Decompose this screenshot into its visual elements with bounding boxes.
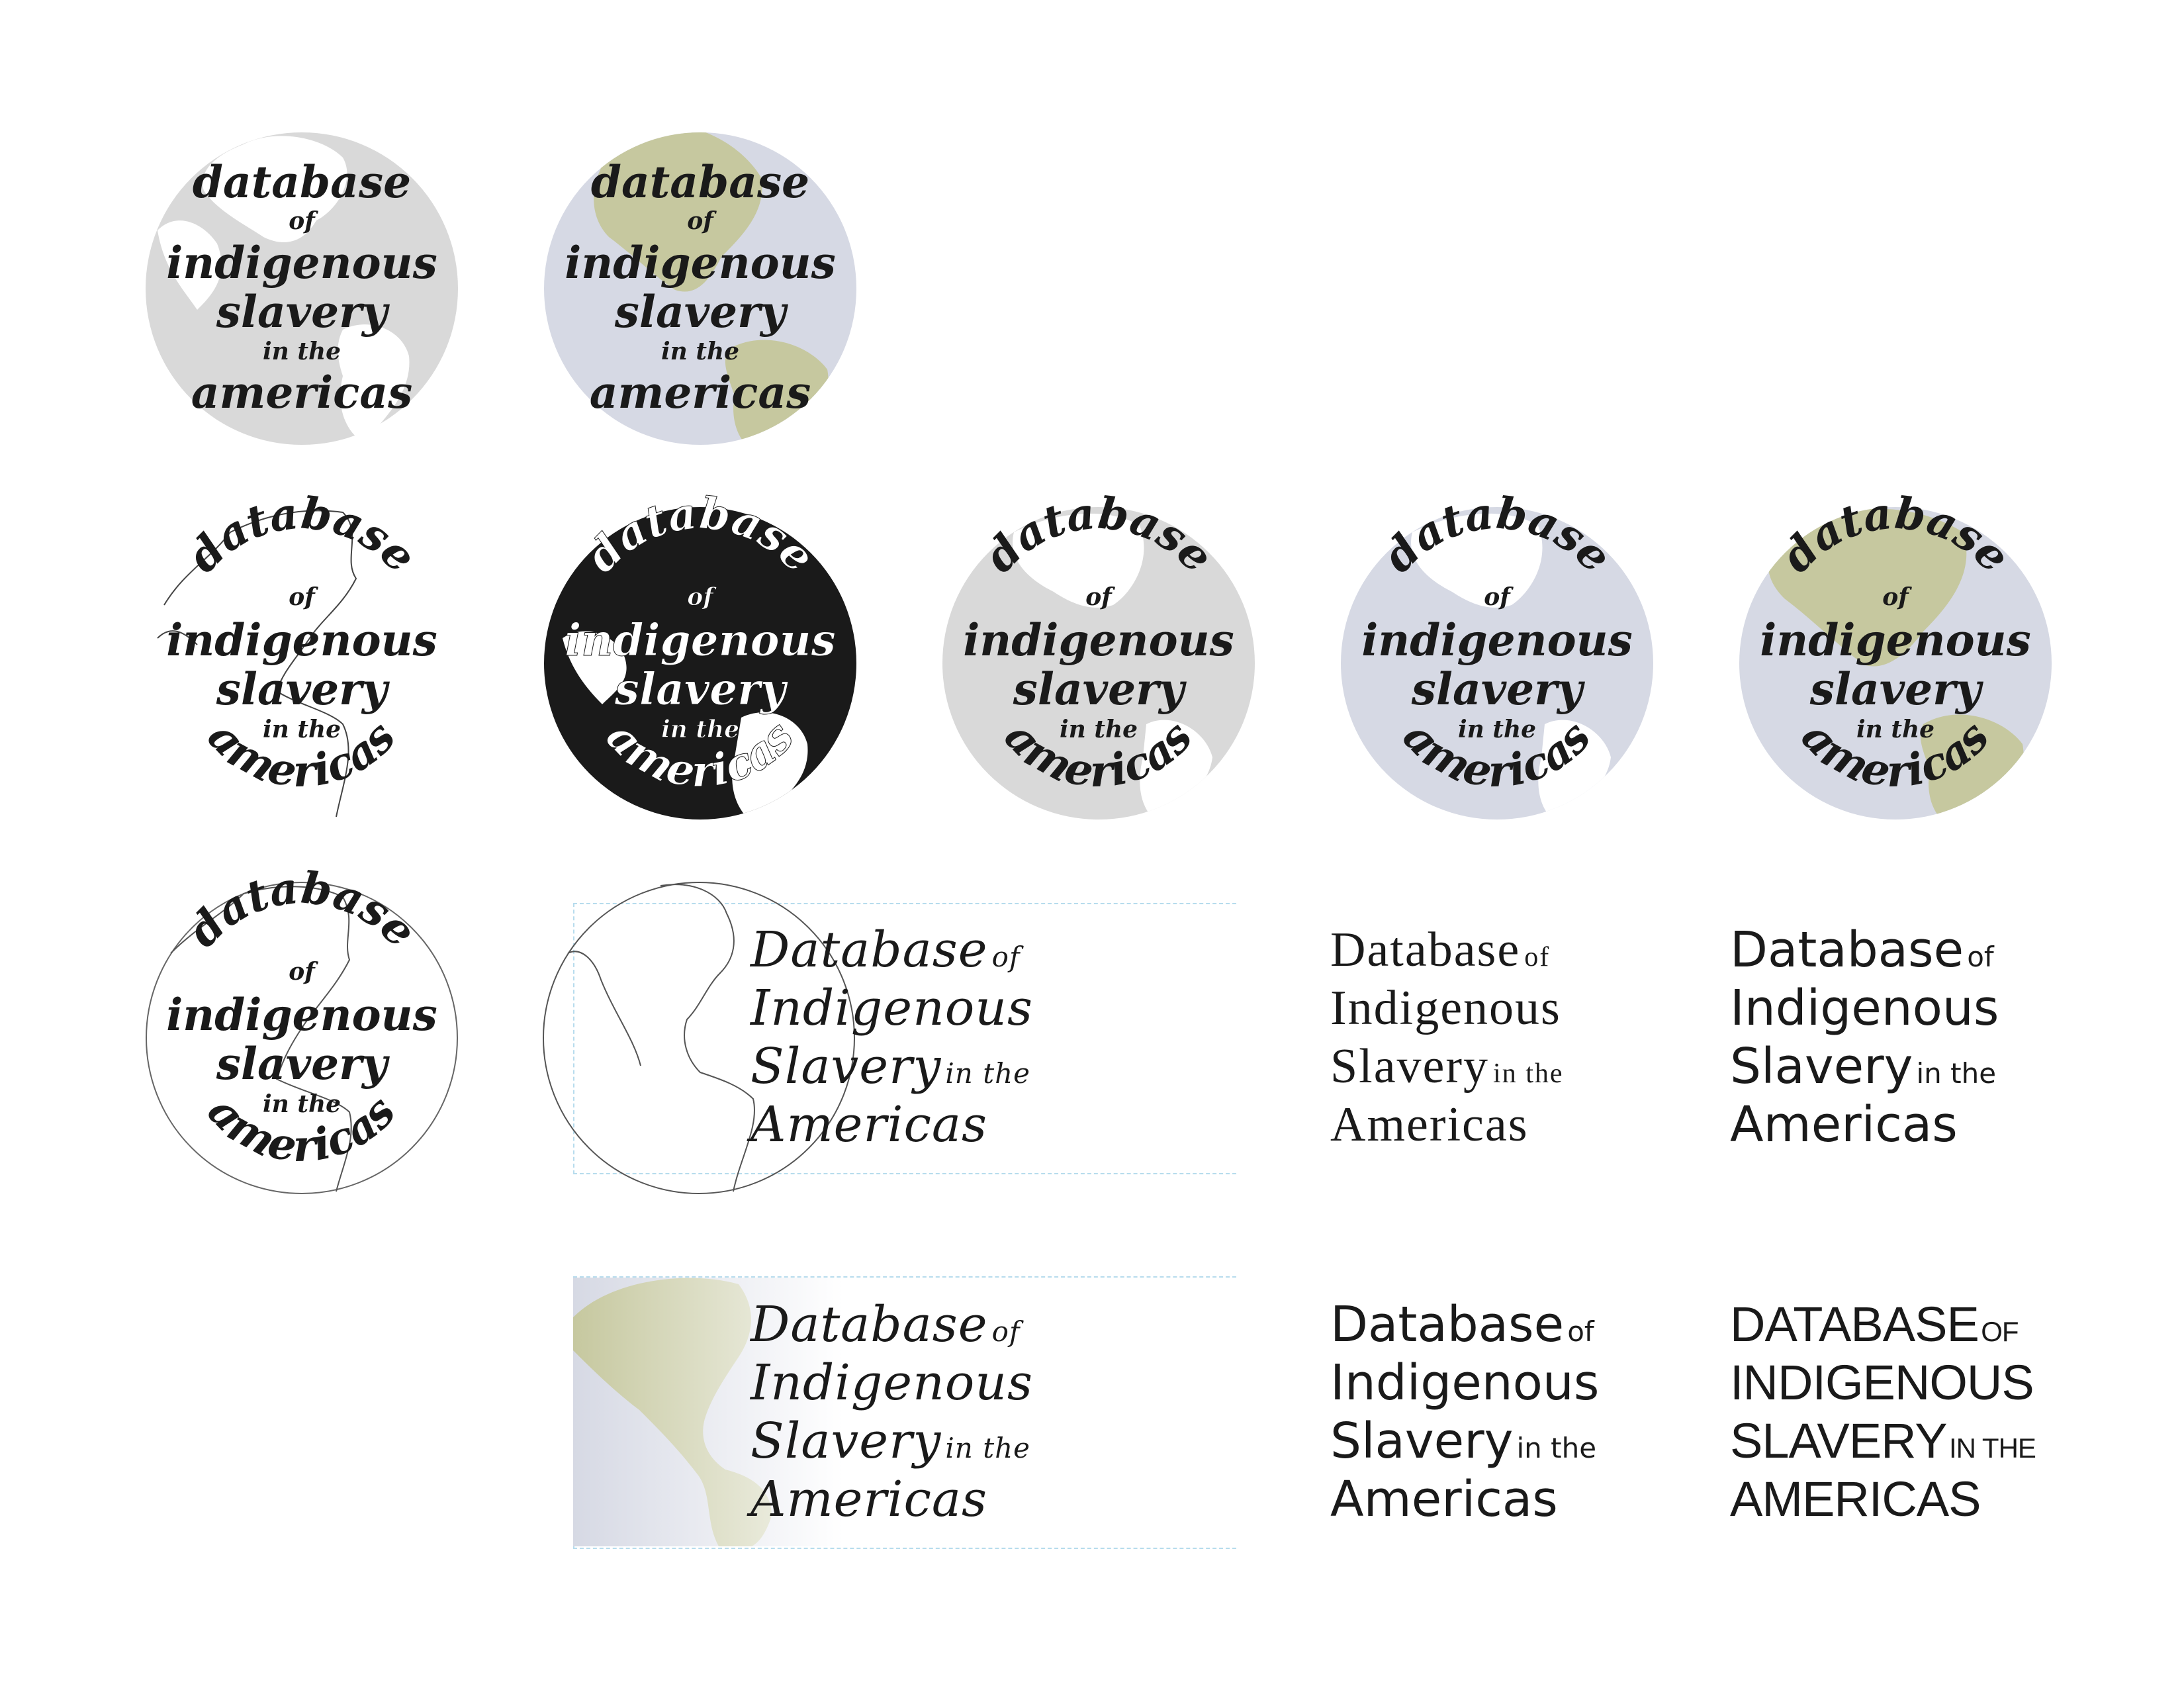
wordmark-line-of: of xyxy=(991,1315,1021,1348)
logo-line-slavery: slavery xyxy=(216,663,390,715)
logo-line-indigenous: indigenous xyxy=(1760,614,2031,666)
logo-line-of: of xyxy=(1882,583,1912,611)
wordmark-caps: DATABASE OF INDIGENOUS SLAVERY IN THE AM… xyxy=(1730,1300,2036,1524)
wordmark-line-of: of xyxy=(1524,942,1551,972)
wordmark-line-indigenous: Indigenous xyxy=(1330,1354,1600,1411)
wordmark-line-of: OF xyxy=(1981,1316,2019,1347)
logo-grey-flat: database of indigenous slavery in the am… xyxy=(144,131,459,446)
logo-line-in-the: in the xyxy=(263,716,341,743)
wordmark-line-of: of xyxy=(1567,1315,1594,1348)
logo-line-indigenous: indigenous xyxy=(963,614,1234,666)
logo-outline-coast: database of indigenous slavery in the am… xyxy=(144,487,459,821)
wordmark-line-americas: Americas xyxy=(1730,1096,1958,1153)
logo-line-in-the: in the xyxy=(263,1090,341,1118)
logo-color-flat: database of indigenous slavery in the am… xyxy=(543,131,858,446)
wordmark-sans-a: Database of Indigenous Slavery in the Am… xyxy=(1730,925,1999,1149)
logo-line-of: of xyxy=(687,583,717,611)
logo-line-of: of xyxy=(289,958,318,986)
wordmark-line-slavery: SLAVERY xyxy=(1730,1413,1948,1468)
wordmark-line-slavery: Slavery xyxy=(1730,1038,1913,1095)
logo-line-in-the: in the xyxy=(661,338,739,365)
wordmark-line-slavery: Slavery xyxy=(751,1413,942,1470)
logo-line-slavery: slavery xyxy=(216,286,390,338)
logo-line-of: of xyxy=(289,207,318,235)
logo-line-americas: americas xyxy=(191,367,413,418)
wordmark-line-americas: Americas xyxy=(1330,1098,1529,1152)
logo-line-in-the: in the xyxy=(1060,716,1138,743)
wordmark-line-slavery: Slavery xyxy=(1330,1039,1490,1094)
wordmark-line-database: Database xyxy=(1730,921,1964,978)
logo-line-slavery: slavery xyxy=(614,663,789,715)
logo-line-database: database xyxy=(193,156,411,208)
wordmark-line-database: Database xyxy=(1330,1296,1565,1353)
logo-line-of: of xyxy=(1085,583,1115,611)
logo-line-slavery: slavery xyxy=(1013,663,1187,715)
wordmark-line-indigenous: Indigenous xyxy=(751,1354,1033,1411)
wordmark-line-indigenous: Indigenous xyxy=(1730,980,1999,1037)
logo-line-in-the: in the xyxy=(263,338,341,365)
logo-line-in-the: in the xyxy=(1458,716,1536,743)
wordmark-line-of: of xyxy=(1967,941,1994,973)
logo-line-database: database xyxy=(177,487,427,583)
globe-icon xyxy=(541,880,856,1196)
wordmark-line-in-the: in the xyxy=(1916,1057,1997,1090)
wordmark-line-slavery: Slavery xyxy=(751,1038,942,1095)
logo-grey-arched: database of indigenous slavery in the am… xyxy=(941,487,1256,821)
wordmark-line-indigenous: Indigenous xyxy=(751,980,1033,1037)
logo-line-in-the: in the xyxy=(661,716,739,743)
logo-line-indigenous: indigenous xyxy=(166,989,437,1041)
wordmark-italic-color: Database of Indigenous Slavery in the Am… xyxy=(751,1300,1033,1524)
logo-line-indigenous: indigenous xyxy=(166,614,437,666)
logo-outline-circle: database of indigenous slavery in the am… xyxy=(144,862,459,1196)
wordmark-italic-outline: Database of Indigenous Slavery in the Am… xyxy=(751,925,1033,1149)
wordmark-line-in-the: in the xyxy=(1493,1058,1564,1089)
wordmark-line-americas: Americas xyxy=(1330,1471,1558,1528)
logo-line-indigenous: indigenous xyxy=(565,237,836,289)
wordmark-sans-b: Database of Indigenous Slavery in the Am… xyxy=(1330,1300,1599,1524)
wordmark-line-in-the: in the xyxy=(945,1057,1030,1090)
wordmark-serif-a: Database of Indigenous Slavery in the Am… xyxy=(1330,925,1564,1149)
wordmark-line-indigenous: Indigenous xyxy=(1330,981,1561,1035)
logo-color-arched: database of indigenous slavery in the am… xyxy=(1738,487,2053,821)
wordmark-line-americas: AMERICAS xyxy=(1730,1472,1981,1526)
svg-text:database: database xyxy=(177,487,427,583)
logo-line-database: database xyxy=(591,156,809,208)
wordmark-line-indigenous: INDIGENOUS xyxy=(1730,1355,2034,1410)
wordmark-line-database: Database xyxy=(751,1296,988,1353)
wordmark-line-of: of xyxy=(991,941,1021,973)
logo-line-slavery: slavery xyxy=(216,1038,390,1090)
logo-line-in-the: in the xyxy=(1856,716,1934,743)
logo-line-of: of xyxy=(289,583,318,611)
logo-line-slavery: slavery xyxy=(614,286,789,338)
logo-line-slavery: slavery xyxy=(1411,663,1586,715)
logo-line-indigenous: indigenous xyxy=(166,237,437,289)
wordmark-line-americas: Americas xyxy=(751,1471,987,1528)
logo-line-americas: americas xyxy=(590,367,811,418)
logo-line-slavery: slavery xyxy=(1809,663,1984,715)
logo-line-of: of xyxy=(1484,583,1514,611)
wordmark-line-americas: Americas xyxy=(751,1096,987,1153)
wordmark-line-in-the: IN THE xyxy=(1949,1432,2036,1464)
logo-line-indigenous: indigenous xyxy=(565,614,836,666)
wordmark-line-database: DATABASE xyxy=(1730,1297,1979,1352)
wordmark-line-in-the: in the xyxy=(1516,1432,1597,1464)
logo-black-inverse: database of indigenous slavery in the am… xyxy=(543,487,858,821)
wordmark-line-in-the: in the xyxy=(945,1432,1030,1464)
logo-line-indigenous: indigenous xyxy=(1361,614,1633,666)
logo-blue-arched: database of indigenous slavery in the am… xyxy=(1340,487,1655,821)
wordmark-line-database: Database xyxy=(751,921,988,978)
wordmark-line-database: Database xyxy=(1330,923,1521,977)
wordmark-line-slavery: Slavery xyxy=(1330,1413,1514,1470)
logo-line-of: of xyxy=(687,207,717,235)
globe-icon xyxy=(573,1278,843,1546)
guide-frame xyxy=(573,903,1236,1174)
